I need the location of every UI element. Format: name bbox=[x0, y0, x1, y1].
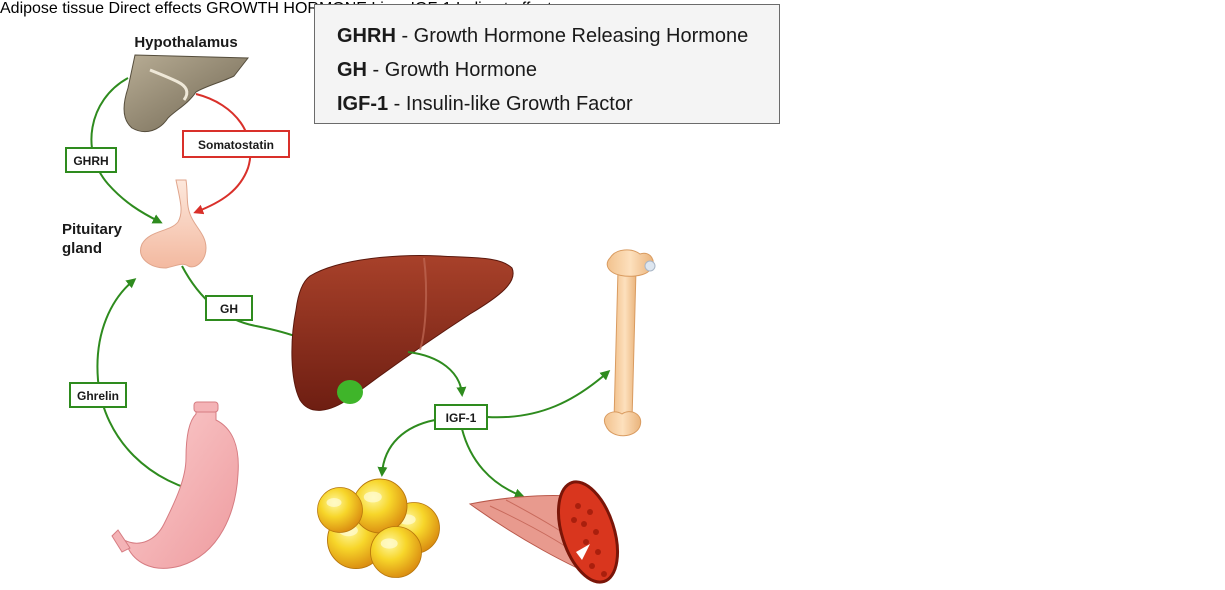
legend-full: Growth Hormone Releasing Hormone bbox=[413, 25, 749, 47]
legend-abbr: GHRH bbox=[337, 25, 396, 47]
gh-to-adipose-arrow: Liver IGF-1 Indirect effects GHRH - Grow… bbox=[314, 0, 780, 124]
legend-sep: - bbox=[388, 93, 406, 115]
ghrelin-box: Ghrelin bbox=[69, 382, 127, 408]
somatostatin-box: Somatostatin bbox=[182, 130, 290, 158]
legend-abbr: IGF-1 bbox=[337, 93, 389, 115]
igf1-box-center: IGF-1 bbox=[434, 404, 488, 430]
legend-abbr: GH bbox=[337, 59, 367, 81]
indirect-effects-arrow: Indirect effects GHRH - Growth Hormone R… bbox=[314, 0, 780, 124]
abbreviation-legend: GHRH - Growth Hormone Releasing Hormone … bbox=[314, 4, 780, 124]
adipose-label-line2: tissue bbox=[62, 0, 105, 17]
legend-row-ghrh: GHRH - Growth Hormone Releasing Hormone bbox=[337, 19, 779, 53]
liver-to-igf1-arrow-right: IGF-1 Indirect effects GHRH - Growth Hor… bbox=[314, 0, 780, 124]
igf1-to-muscle-arrow bbox=[461, 428, 525, 499]
pituitary-gland-illustration bbox=[140, 179, 207, 269]
somatostatin-label: Somatostatin bbox=[198, 138, 274, 152]
gh-arrow bbox=[181, 265, 303, 341]
legend-full: Insulin-like Growth Factor bbox=[405, 93, 633, 115]
legend-full: Growth Hormone bbox=[384, 59, 538, 81]
igf1-label-center: IGF-1 bbox=[446, 411, 477, 425]
ghrh-arrow bbox=[90, 77, 163, 224]
igf1-to-fat-arrow bbox=[377, 419, 436, 477]
gh-box: GH bbox=[205, 295, 253, 321]
bone-center bbox=[604, 249, 656, 437]
hypothalamus-label: Hypothalamus bbox=[134, 34, 237, 51]
adipose-label-line1: Adipose bbox=[0, 0, 58, 17]
liver-illustration-center bbox=[291, 255, 514, 411]
direct-effects-label-line1: Direct bbox=[108, 0, 151, 17]
legend-row-igf1: IGF-1 - Insulin-like Growth Factor bbox=[337, 87, 779, 121]
legend-sep: - bbox=[395, 25, 414, 47]
fat-cells-center bbox=[317, 478, 440, 578]
hypothalamus-illustration bbox=[123, 54, 250, 133]
igf1-to-bone-arrow bbox=[486, 370, 611, 419]
stomach-illustration bbox=[111, 401, 239, 569]
gh-to-liver-arrow: Liver IGF-1 Indirect effects GHRH - Grow… bbox=[314, 0, 780, 124]
pituitary-label-line1: Pituitary bbox=[62, 221, 123, 238]
direct-effects-arrow: GROWTH HORMONE Liver IGF-1 Indirect effe… bbox=[206, 0, 780, 124]
pituitary-label-line2: gland bbox=[62, 240, 102, 257]
ghrh-label: GHRH bbox=[73, 154, 108, 168]
muscle-illustration bbox=[468, 480, 619, 584]
direct-effects-label-line2: effects bbox=[154, 0, 202, 17]
somatostatin-arrow bbox=[193, 93, 252, 215]
legend-sep: - bbox=[367, 59, 385, 81]
ghrh-box: GHRH bbox=[65, 147, 117, 173]
legend-row-gh: GH - Growth Hormone bbox=[337, 53, 779, 87]
liver-to-igf1-arrow bbox=[407, 351, 467, 397]
gh-label: GH bbox=[220, 302, 238, 316]
ghrelin-label: Ghrelin bbox=[77, 389, 119, 403]
growth-hormone-label-line1: GROWTH bbox=[206, 0, 279, 17]
